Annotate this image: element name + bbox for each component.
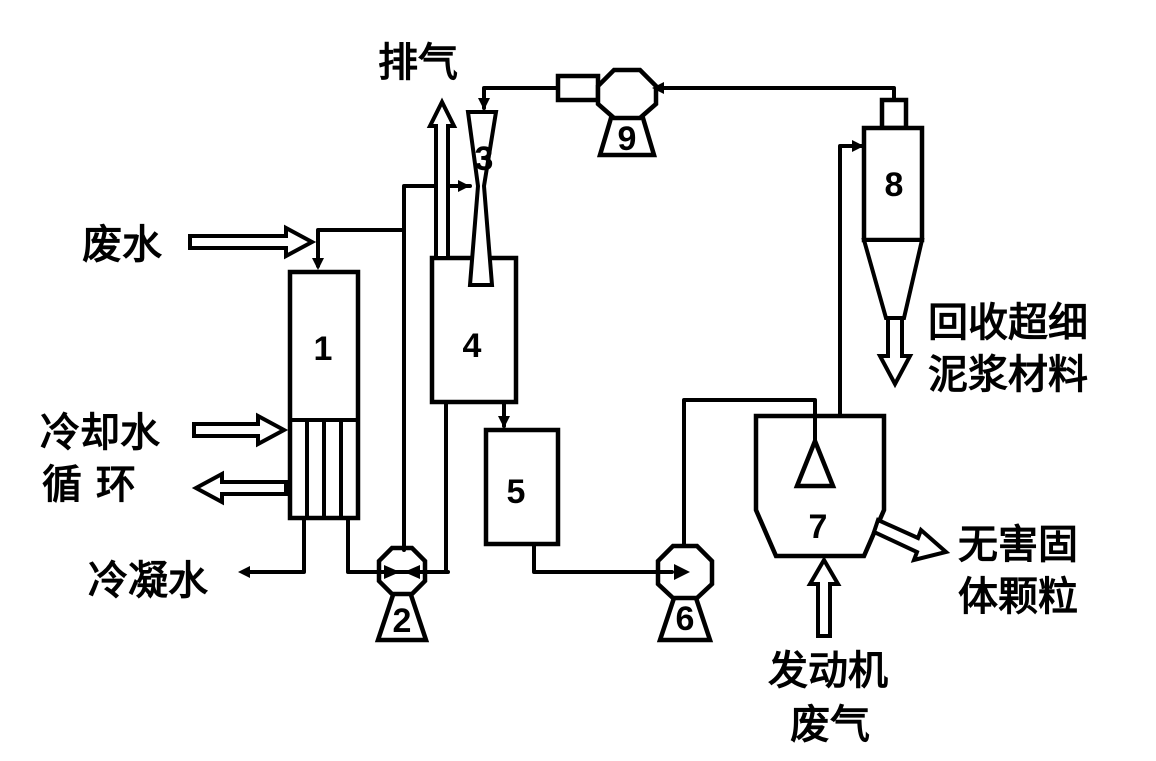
- recover-slurry-label-line2: 泥浆材料: [928, 352, 1088, 398]
- cooling-out-arrow-icon: [191, 470, 288, 506]
- pump-6-number: 6: [676, 600, 695, 638]
- fan-9-number: 9: [618, 120, 637, 158]
- engine-exhaust-label-line2: 废气: [790, 702, 870, 748]
- cooling-water-label-line1: 冷却水: [40, 410, 161, 456]
- hollow-arrows: [188, 97, 951, 638]
- pump-6: 6: [655, 543, 715, 643]
- unit-3-number: 3: [475, 140, 494, 178]
- wastewater-arrow-icon: [188, 224, 317, 260]
- wastewater-label: 废水: [82, 222, 163, 268]
- unit-1-number: 1: [314, 330, 333, 368]
- exhaust-arrow-icon: [426, 97, 458, 260]
- engine-exhaust-arrow-icon: [806, 556, 842, 638]
- unit-7-reactor: 7: [753, 413, 887, 559]
- cooling-water-label-line2: 循 环: [42, 462, 136, 508]
- exhaust-label: 排气: [378, 40, 458, 86]
- recover-slurry-label-line1: 回收超细: [928, 300, 1088, 346]
- unit-4-tank: 4: [429, 255, 519, 405]
- unit-5-tank: 5: [483, 427, 561, 547]
- cooling-in-arrow-icon: [192, 412, 289, 448]
- condensate-label: 冷凝水: [88, 558, 209, 604]
- slurry-out-arrow-icon: [876, 316, 914, 389]
- unit-7-number: 7: [809, 508, 828, 546]
- piping: [238, 82, 896, 578]
- labels: 排气 废水 冷却水 循 环 冷凝水 回收超细 泥浆材料 无害固 体颗粒 发动机 …: [40, 40, 1088, 748]
- pump-2-number: 2: [393, 602, 412, 640]
- engine-exhaust-label-line1: 发动机: [768, 648, 888, 694]
- unit-1-condenser: 1: [287, 269, 361, 521]
- harmless-solid-label-line2: 体颗粒: [958, 574, 1078, 620]
- unit-5-number: 5: [507, 473, 526, 511]
- solid-out-arrow-icon: [871, 517, 951, 563]
- fan-9: 9: [555, 67, 659, 158]
- unit-8-number: 8: [885, 166, 904, 204]
- pump-2: 2: [354, 545, 450, 643]
- unit-8-cyclone: 8: [861, 97, 925, 320]
- unit-4-number: 4: [463, 327, 482, 365]
- harmless-solid-label-line1: 无害固: [958, 522, 1078, 568]
- unit-3-ejector: 3: [465, 110, 499, 287]
